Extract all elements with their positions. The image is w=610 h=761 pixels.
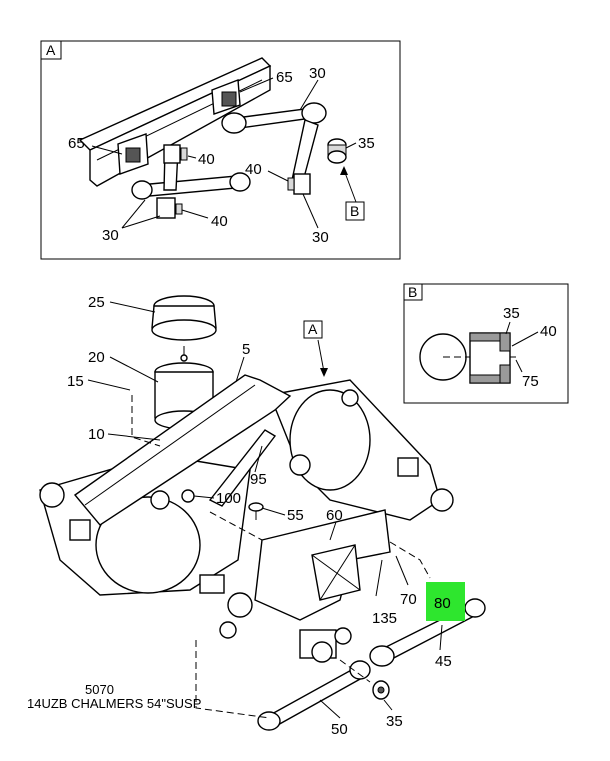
callout-35-bottom: 35: [386, 713, 403, 730]
detail-b-tag: B: [408, 284, 417, 300]
ref-a-box: [303, 320, 323, 339]
bushing-35-bottom: [372, 680, 390, 700]
callout-40-b: 40: [245, 161, 262, 178]
torque-arm-upper: [221, 102, 327, 195]
callout-15: 15: [67, 373, 84, 390]
bracket-upper: [211, 79, 241, 115]
highlight-80[interactable]: [426, 582, 465, 621]
callout-35-a: 35: [358, 135, 375, 152]
callout-30-left: 30: [102, 227, 119, 244]
detail-a-tag: A: [46, 42, 56, 58]
callout-65-left: 65: [68, 135, 85, 152]
detail-b-tag-box: [403, 283, 423, 301]
callout-5: 5: [242, 341, 250, 358]
detail-b-frame: [403, 283, 569, 404]
callout-20: 20: [88, 349, 105, 366]
callout-40-a: 40: [198, 151, 215, 168]
callout-65-top: 65: [276, 69, 293, 86]
callout-25: 25: [88, 294, 105, 311]
ref-b-tag: B: [350, 203, 359, 219]
callout-55: 55: [287, 507, 304, 524]
detail-a-tag-box: [40, 40, 62, 60]
callout-40-b2: 40: [540, 323, 557, 340]
crossmember-bracket: [254, 509, 391, 663]
main-assembly: A 25 20 15 10 5 95 100 55 60 135 70 80 4…: [39, 294, 486, 738]
caption-title: 14UZB CHALMERS 54"SUSP: [27, 696, 201, 711]
callout-45: 45: [435, 653, 452, 670]
torque-rod-50: [257, 660, 371, 731]
callout-50: 50: [331, 721, 348, 738]
callout-10: 10: [88, 426, 105, 443]
torque-arm-lower: [131, 144, 251, 219]
caption-code: 5070: [85, 682, 114, 697]
callout-100: 100: [216, 490, 241, 507]
callout-40-c: 40: [211, 213, 228, 230]
callout-35-b: 35: [503, 305, 520, 322]
detail-view-a: A: [40, 40, 401, 260]
bracket-left: [117, 133, 149, 175]
axle-housing-right: [269, 379, 454, 521]
bushing-section: [469, 332, 511, 384]
ref-a-tag: A: [308, 321, 318, 337]
callout-30-bottom: 30: [312, 229, 329, 246]
callout-60: 60: [326, 507, 343, 524]
callout-70: 70: [400, 591, 417, 608]
callout-30-top: 30: [309, 65, 326, 82]
detail-a-frame: [40, 40, 401, 260]
ref-b-box: [345, 201, 365, 221]
callout-95: 95: [250, 471, 267, 488]
detail-view-b: B 35 40 75: [403, 283, 569, 404]
callout-75: 75: [522, 373, 539, 390]
bushing-35-detail: [327, 138, 347, 164]
walking-beam: [73, 374, 292, 526]
pin-55: [248, 502, 264, 520]
callout-135: 135: [372, 610, 397, 627]
callout-80[interactable]: 80: [434, 595, 451, 612]
